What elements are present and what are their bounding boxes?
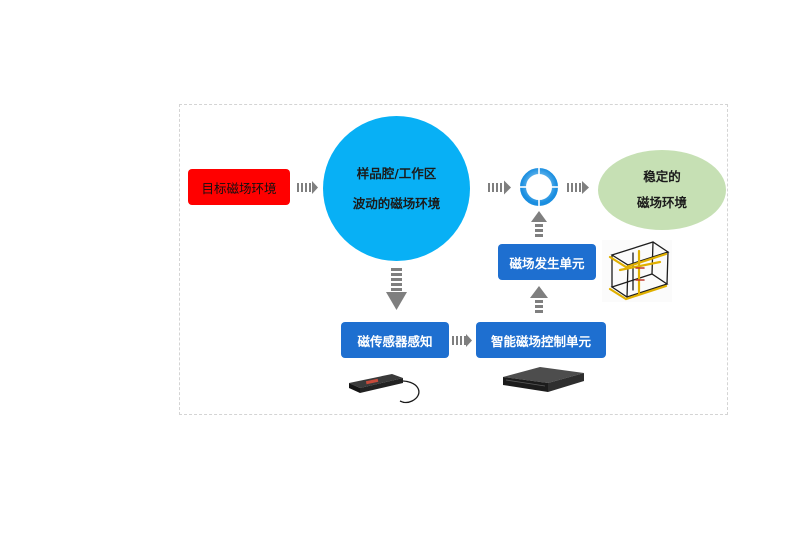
summing-ring-icon (520, 168, 558, 206)
arrow-controller-to-generator (530, 286, 548, 313)
arrow-chamber-to-sensor (386, 268, 407, 310)
magnetic-sensor-node: 磁传感器感知 (341, 322, 449, 358)
field-control-unit-node: 智能磁场控制单元 (476, 322, 606, 358)
sample-chamber-node: 样品腔/工作区 波动的磁场环境 (323, 116, 470, 261)
stable-field-environment-node: 稳定的 磁场环境 (598, 150, 726, 230)
arrow-sensor-to-controller (452, 334, 472, 347)
arrow-generator-to-ring (531, 211, 547, 237)
diagram-frame (179, 104, 728, 415)
coil-frame-image (602, 240, 672, 302)
chamber-label-line1: 样品腔/工作区 (356, 165, 437, 181)
magnetometer-device-image (349, 374, 420, 404)
stable-label-line2: 磁场环境 (636, 195, 687, 210)
target-field-environment-node: 目标磁场环境 (188, 169, 290, 205)
stable-label-line1: 稳定的 (643, 169, 681, 184)
arrow-chamber-to-ring (488, 180, 511, 195)
rack-server-image (503, 367, 584, 392)
arrow-ring-to-stable (567, 181, 589, 194)
arrow-target-to-chamber (297, 181, 318, 194)
field-generator-node: 磁场发生单元 (498, 244, 596, 280)
chamber-label-line2: 波动的磁场环境 (352, 195, 441, 211)
